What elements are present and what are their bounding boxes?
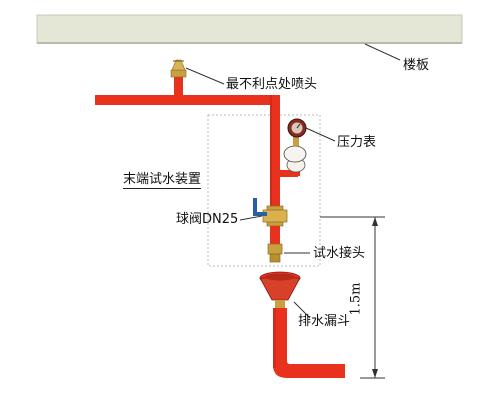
sprinkler-riser xyxy=(174,75,183,99)
floor-slab-label: 楼板 xyxy=(403,58,430,73)
floor-slab-leader xyxy=(364,43,401,61)
vertical-pipe xyxy=(270,95,280,215)
sprinkler-label: 最不利点处喷头 xyxy=(226,77,318,92)
drain-pipe xyxy=(273,308,287,368)
sprinkler-head-icon xyxy=(170,59,187,78)
sprinkler-leader xyxy=(185,67,225,85)
floor-slab xyxy=(36,14,463,44)
terminal-device-label: 末端试水装置 xyxy=(123,172,202,189)
terminal-device-boundary xyxy=(207,114,321,267)
drain-funnel-label: 排水漏斗 xyxy=(298,314,351,329)
pressure-gauge-icon xyxy=(287,118,307,146)
pressure-gauge-label: 压力表 xyxy=(337,135,377,150)
drain-funnel-leader xyxy=(293,301,311,319)
ball-valve-label: 球阀DN25 xyxy=(176,212,239,227)
height-dimension xyxy=(320,216,385,379)
test-connector-icon xyxy=(267,243,283,263)
ball-valve-icon xyxy=(253,198,288,227)
height-dimension-label: 1.5m xyxy=(348,282,364,316)
test-connector-label: 试水接头 xyxy=(313,246,366,261)
pressure-gauge-leader xyxy=(305,127,336,142)
drain-funnel-icon xyxy=(259,271,301,308)
ball-valve-leader xyxy=(239,215,263,221)
main-pipe xyxy=(95,95,279,105)
